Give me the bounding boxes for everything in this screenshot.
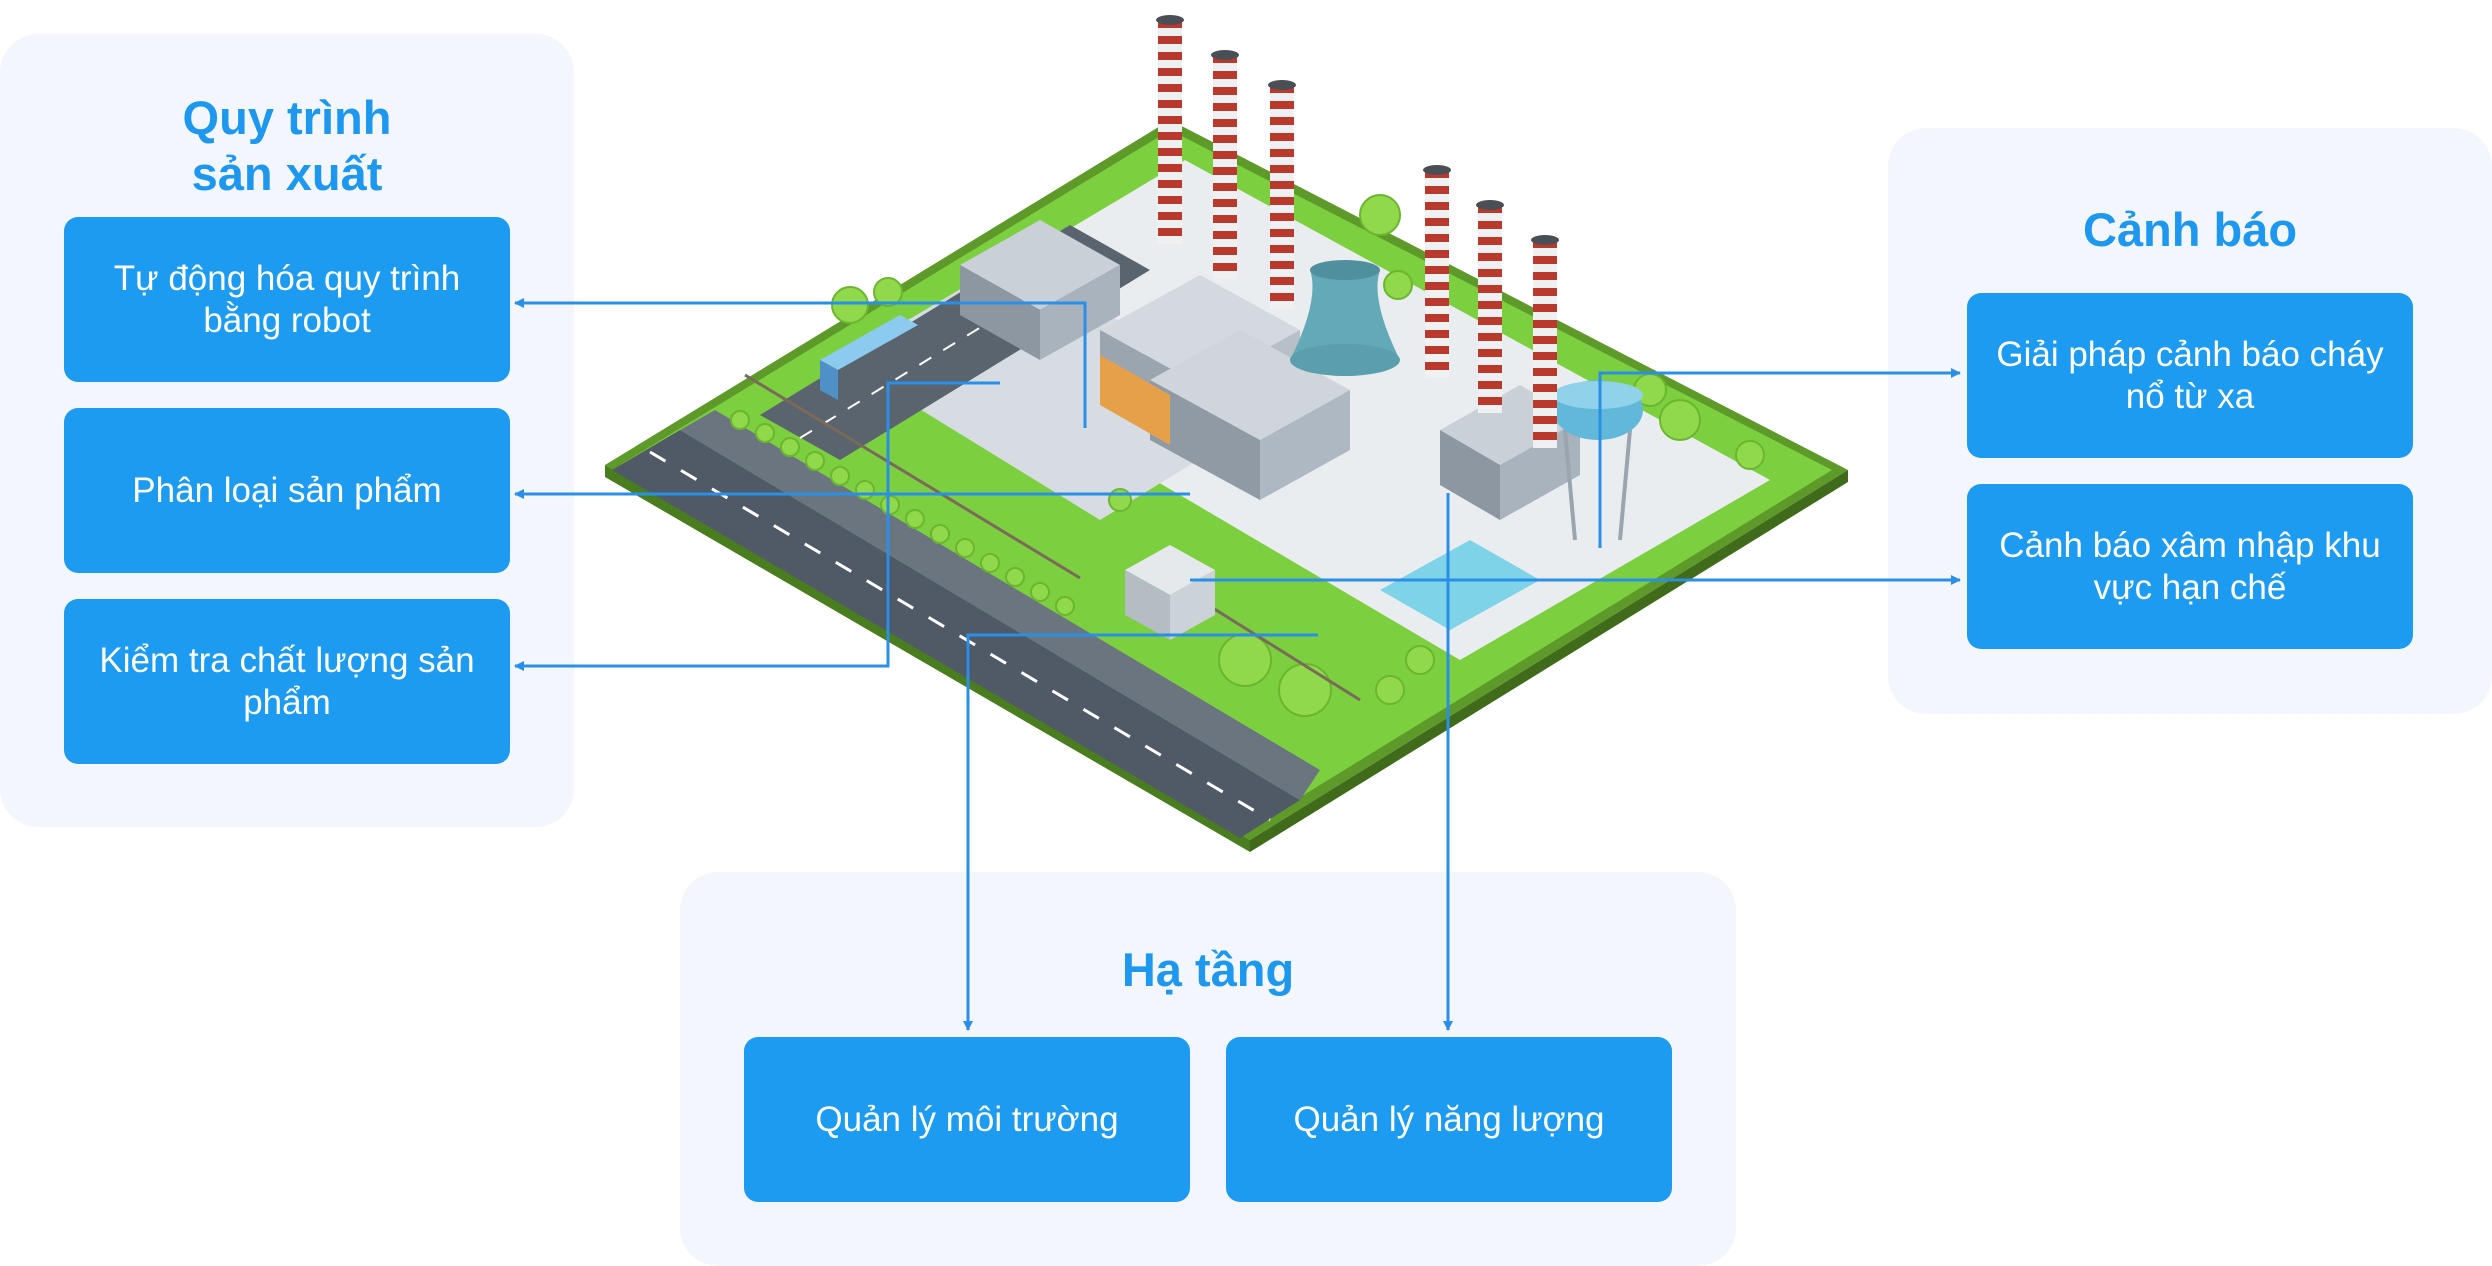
card-intrusion-alert-label: Cảnh báo xâm nhập khu vực hạn chế (1999, 525, 2381, 607)
card-quality-inspection-label: Kiểm tra chất lượng sản phẩm (99, 640, 475, 722)
card-environment-management-label: Quản lý môi trường (815, 1099, 1119, 1139)
card-product-sorting[interactable]: Phân loại sản phẩm (64, 408, 510, 573)
connector-fire-alert (1598, 368, 1961, 548)
card-energy-management[interactable]: Quản lý năng lượng (1226, 1037, 1672, 1202)
card-fire-alert[interactable]: Giải pháp cảnh báo cháy nổ từ xa (1967, 293, 2413, 458)
card-robot-automation-label: Tự động hóa quy trình bằng robot (113, 258, 461, 340)
connector-environment (963, 633, 1318, 1031)
trees (730, 194, 1765, 717)
cooling-tower (1290, 260, 1400, 376)
card-robot-automation[interactable]: Tự động hóa quy trình bằng robot (64, 217, 510, 382)
production-title: Quy trình sản xuất (182, 91, 392, 200)
chimney (1476, 200, 1504, 413)
fence (744, 373, 1361, 702)
card-fire-alert-label: Giải pháp cảnh báo cháy nổ từ xa (1996, 334, 2384, 416)
chimney (1423, 165, 1451, 378)
chimney (1531, 235, 1559, 448)
infrastructure-title: Hạ tầng (1121, 943, 1295, 996)
card-intrusion-alert[interactable]: Cảnh báo xâm nhập khu vực hạn chế (1967, 484, 2413, 649)
connector-quality (514, 381, 1000, 671)
chimneys (1156, 15, 1559, 448)
card-environment-management[interactable]: Quản lý môi trường (744, 1037, 1190, 1202)
alerts-title: Cảnh báo (2082, 203, 2298, 256)
water-tower (1553, 380, 1643, 541)
chimney (1268, 80, 1296, 309)
connector-automation (514, 298, 1087, 428)
card-energy-management-label: Quản lý năng lượng (1293, 1099, 1605, 1139)
chimney (1211, 50, 1239, 279)
card-quality-inspection[interactable]: Kiểm tra chất lượng sản phẩm (64, 599, 510, 764)
connectors (514, 298, 1961, 1031)
chimney (1156, 15, 1184, 244)
card-product-sorting-label: Phân loại sản phẩm (132, 470, 442, 510)
